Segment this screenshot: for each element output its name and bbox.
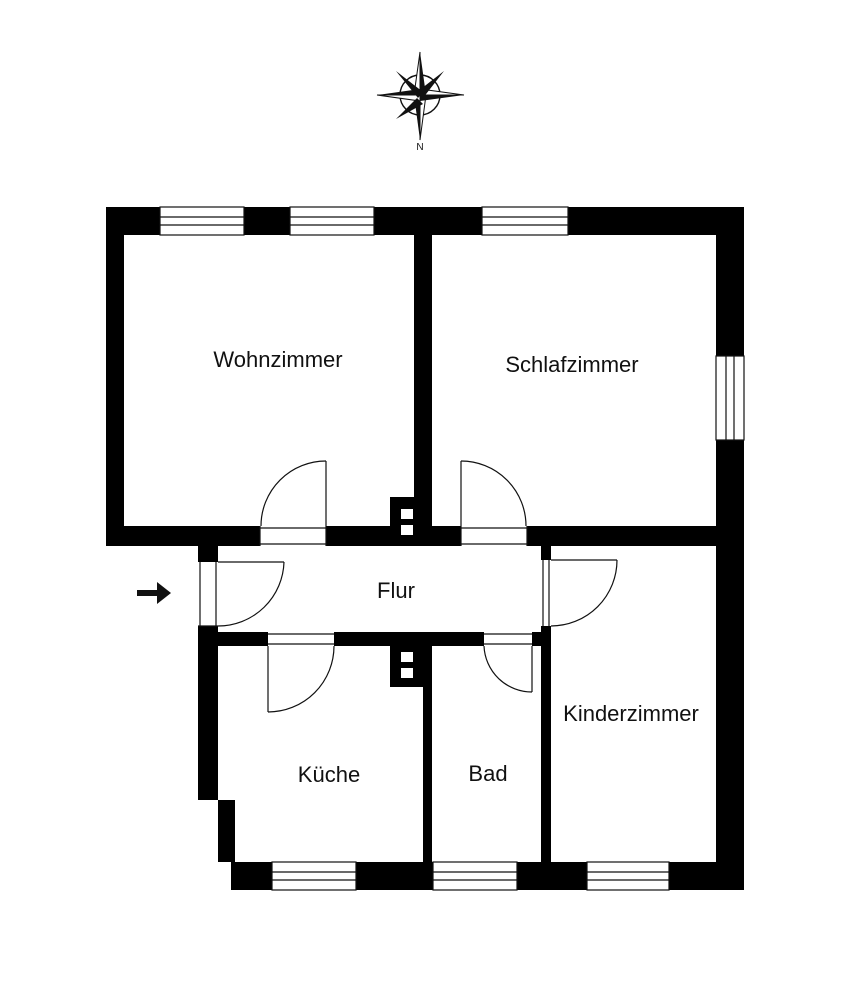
door-kinderzimmer xyxy=(541,559,618,627)
door-entrance xyxy=(198,561,285,627)
chimney-shaft-lower xyxy=(390,646,424,687)
window-wohnzimmer-2 xyxy=(289,206,375,236)
outer-wall-left-corner xyxy=(198,780,218,800)
door-schlafzimmer xyxy=(460,460,528,546)
outer-wall-step xyxy=(218,800,235,862)
room-label-schlafzimmer: Schlafzimmer xyxy=(505,352,638,377)
window-kueche xyxy=(271,861,357,891)
room-label-bad: Bad xyxy=(468,761,507,786)
window-bad xyxy=(432,861,518,891)
compass-rose-icon xyxy=(376,51,465,141)
room-label-kueche: Küche xyxy=(298,762,360,787)
door-bad xyxy=(483,632,533,693)
wall-wohn-schlaf xyxy=(414,235,432,526)
room-label-kinderzimmer: Kinderzimmer xyxy=(563,701,699,726)
chimney-shaft-upper xyxy=(390,497,424,546)
window-kinderzimmer xyxy=(586,861,670,891)
window-wohnzimmer-1 xyxy=(159,206,245,236)
entrance-arrow-icon xyxy=(137,582,171,604)
compass-north-label: N xyxy=(416,142,423,153)
outer-wall-right xyxy=(716,526,744,890)
wall-kinderzimmer-left xyxy=(541,546,551,862)
wall-kueche-bad xyxy=(423,646,432,862)
room-label-flur: Flur xyxy=(377,578,415,603)
door-kueche xyxy=(267,632,335,713)
window-schlafzimmer-side xyxy=(715,355,745,441)
door-wohnzimmer xyxy=(259,460,327,546)
window-schlafzimmer-top xyxy=(481,206,569,236)
room-label-wohnzimmer: Wohnzimmer xyxy=(213,347,342,372)
